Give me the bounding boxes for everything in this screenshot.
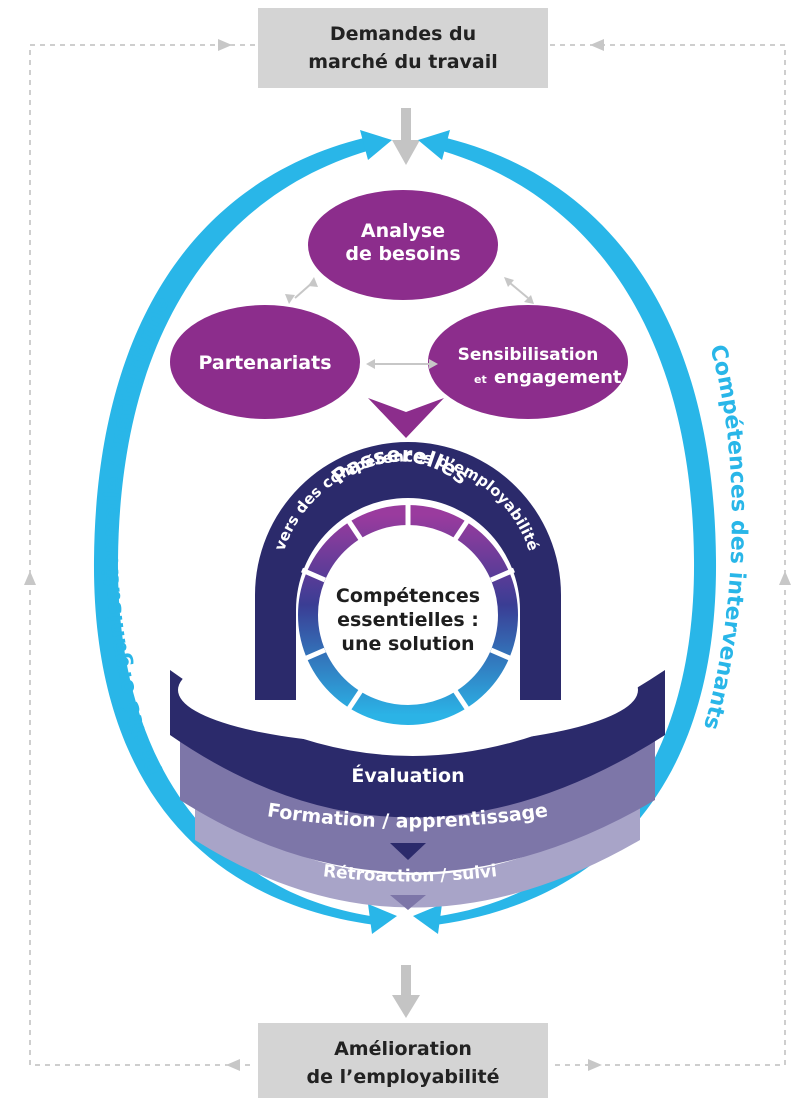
oval-sensibilisation-line2: engagement (494, 367, 622, 388)
ring-gaps (301, 505, 515, 712)
center-line1: Compétences (336, 585, 480, 607)
center-line2: essentielles : (337, 609, 479, 631)
top-box-line2: marché du travail (308, 51, 498, 73)
purple-chevron (368, 398, 444, 438)
oval-partenariats: Partenariats (170, 305, 360, 419)
passerelles-arch (255, 442, 561, 700)
band-evaluation-label: Évaluation (351, 764, 464, 787)
top-box-line1: Demandes du (330, 23, 476, 45)
oval-partenariats-label: Partenariats (198, 352, 331, 374)
ring-center (320, 527, 496, 703)
center-line3: une solution (341, 633, 474, 655)
bottom-box-line1: Amélioration (334, 1038, 472, 1060)
oval-analyse-line2: de besoins (345, 243, 460, 265)
bottom-box-line2: de l’employabilité (307, 1066, 500, 1088)
link-arrows (285, 277, 534, 369)
bottom-box: Amélioration de l’employabilité (258, 1023, 548, 1098)
oval-sensibilisation-prefix: et (474, 373, 487, 386)
frame-arrowheads (24, 39, 791, 1071)
oval-sensibilisation-et-engagement: Sensibilisation et engagement (428, 305, 628, 419)
cyan-arrowheads (360, 130, 450, 934)
down-arrow-bottom (392, 965, 420, 1018)
top-box: Demandes du marché du travail (258, 8, 548, 88)
oval-analyse-de-besoins: Analyse de besoins (308, 190, 498, 300)
left-side-label: Capacité organisationnelle / institution… (0, 0, 175, 780)
oval-sensibilisation-line1: Sensibilisation (458, 345, 599, 365)
dashed-frame (29, 44, 786, 1066)
oval-analyse-line1: Analyse (361, 220, 445, 242)
down-arrow-top (392, 108, 420, 165)
